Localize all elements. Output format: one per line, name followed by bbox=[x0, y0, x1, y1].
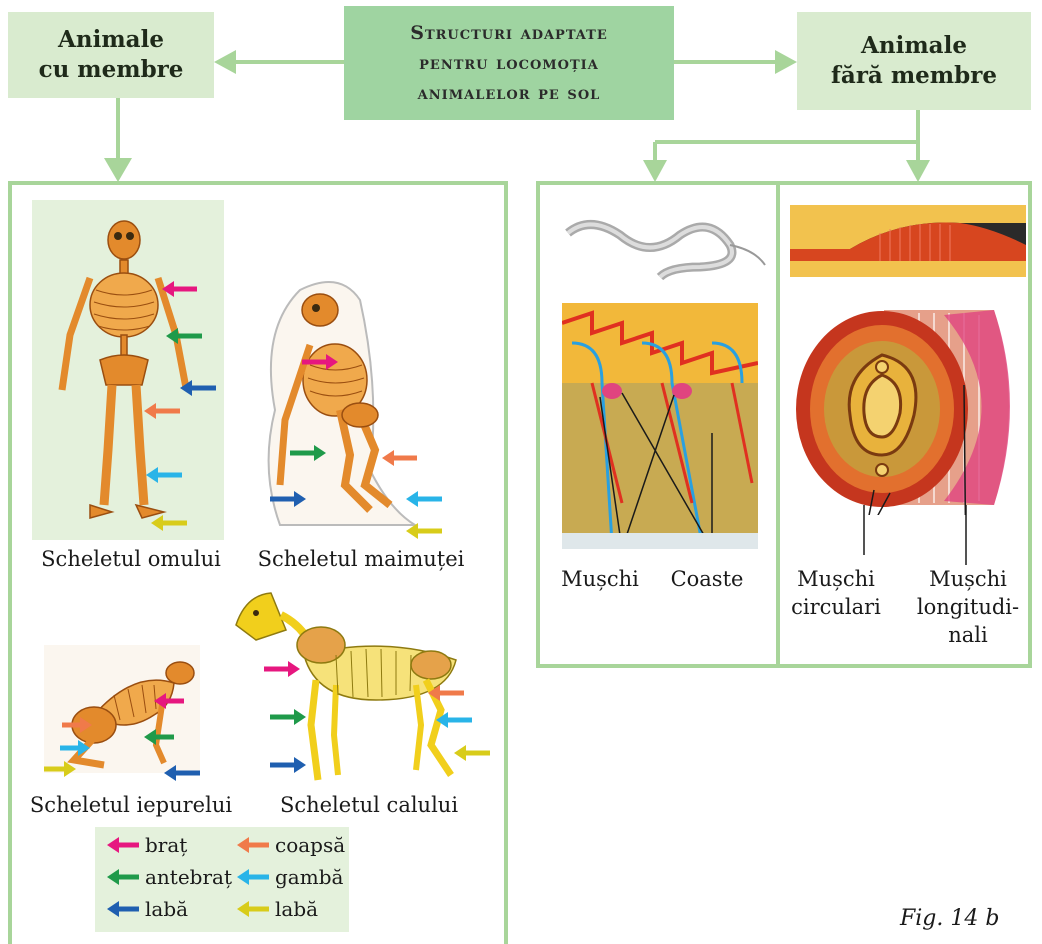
rabbit-skeleton-label: Scheletul iepurelui bbox=[16, 791, 246, 819]
legend-label-hind-paw: labă bbox=[275, 897, 318, 921]
bone-pointer-arrows bbox=[12, 185, 512, 885]
topic-line-2: pentru locomoția bbox=[410, 48, 608, 78]
legend-label-arm: braț bbox=[145, 833, 187, 857]
limbless-animals-panel: Mușchi Coaste bbox=[536, 181, 1032, 668]
arrow-left-icon bbox=[105, 901, 141, 917]
worm-pointer-lines bbox=[794, 505, 1024, 565]
limbless-animals-box: Animale fără membre bbox=[797, 12, 1031, 110]
topic-line-3: animalelor pe sol bbox=[410, 78, 608, 108]
longitudinal-muscles-label-line-3: nali bbox=[908, 621, 1028, 649]
worm-cross-section-illustration bbox=[794, 305, 1024, 515]
arrow-left-icon bbox=[235, 869, 271, 885]
arrow-left-icon bbox=[105, 837, 141, 853]
limbless-line-2: fără membre bbox=[831, 61, 997, 91]
limbed-line-2: cu membre bbox=[39, 55, 184, 85]
legend-label-forearm: antebraț bbox=[145, 865, 232, 889]
legend-label-front-paw: labă bbox=[145, 897, 188, 921]
snake-muscles-label: Mușchi bbox=[560, 565, 640, 593]
legend: braț coapsă antebraț gambă labă labă bbox=[95, 827, 349, 932]
arrow-left-icon bbox=[105, 869, 141, 885]
monkey-skeleton-label: Scheletul maimuței bbox=[246, 545, 476, 573]
longitudinal-muscles-label-line-1: Mușchi bbox=[908, 565, 1028, 593]
circular-muscles-label-line-2: circulari bbox=[790, 593, 882, 621]
legend-item-arm: braț bbox=[105, 833, 187, 857]
legend-item-hind-paw: labă bbox=[235, 897, 318, 921]
human-skeleton-label: Scheletul omului bbox=[26, 545, 236, 573]
circular-muscles-label-line-1: Mușchi bbox=[790, 565, 882, 593]
snake-muscle-illustration bbox=[562, 303, 758, 549]
worm-body-illustration bbox=[790, 205, 1026, 277]
arrow-left-icon bbox=[235, 837, 271, 853]
legend-item-shin: gambă bbox=[235, 865, 343, 889]
panel-divider bbox=[776, 185, 780, 664]
limbed-line-1: Animale bbox=[39, 25, 184, 55]
legend-item-front-paw: labă bbox=[105, 897, 188, 921]
main-topic-box: Structuri adaptate pentru locomoția anim… bbox=[344, 6, 674, 120]
legend-item-thigh: coapsă bbox=[235, 833, 345, 857]
figure-caption: Fig. 14 b bbox=[900, 906, 999, 931]
legend-label-shin: gambă bbox=[275, 865, 343, 889]
snake-skeleton-illustration bbox=[560, 205, 770, 285]
limbless-line-1: Animale bbox=[831, 31, 997, 61]
longitudinal-muscles-label-line-2: longitudi- bbox=[908, 593, 1028, 621]
snake-ribs-label: Coaste bbox=[662, 565, 752, 593]
legend-label-thigh: coapsă bbox=[275, 833, 345, 857]
horse-skeleton-label: Scheletul calului bbox=[264, 791, 474, 819]
topic-line-1: Structuri adaptate bbox=[410, 18, 608, 48]
arrow-left-icon bbox=[235, 901, 271, 917]
limbed-animals-box: Animale cu membre bbox=[8, 12, 214, 98]
legend-item-forearm: antebraț bbox=[105, 865, 232, 889]
